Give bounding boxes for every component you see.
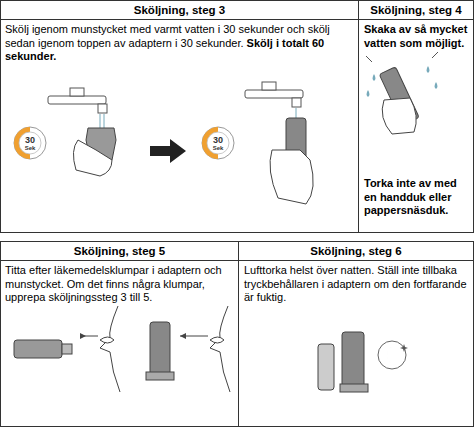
mouthpiece-opening (62, 344, 72, 354)
water (104, 114, 105, 128)
adapter-base (340, 384, 368, 392)
step-text-block: Torka inte av med en handduk eller pappe… (364, 177, 470, 218)
hand (73, 140, 112, 176)
step-arrow (150, 139, 186, 163)
timer-face (19, 132, 41, 154)
eye (100, 337, 114, 343)
faucet-pipe (245, 90, 303, 98)
step-heading: Sköljning, steg 5 (1, 242, 238, 261)
motion-line (432, 52, 438, 58)
hand (270, 150, 313, 204)
inhaler-adapter (342, 332, 364, 390)
step-heading: Sköljning, steg 4 (359, 1, 473, 20)
timer-label: Sek (207, 145, 229, 152)
mouthpiece (14, 340, 62, 358)
step-text-block: Skaka av så mycket vatten som möjligt. (364, 23, 470, 50)
instruction-emphasis: Skaka av så mycket vatten som möjligt. (364, 23, 467, 49)
faucet-spout (292, 98, 301, 107)
step-heading: Sköljning, steg 6 (239, 242, 473, 261)
water-drop (367, 90, 370, 97)
step-text-block: Lufttorka helst över natten. Ställ inte … (244, 264, 470, 305)
step-cell: Sköljning, steg 5 Titta efter läkemedelsk… (0, 241, 239, 427)
timer-face (207, 132, 229, 154)
night-icon (378, 341, 406, 369)
inhaler-adapter (379, 67, 419, 125)
faucet-handle (70, 88, 84, 96)
water-drop (427, 66, 430, 73)
look-line (180, 336, 208, 337)
step-cell: Sköljning, steg 3 Skölj igenom munstycket… (0, 0, 359, 233)
step-heading: Sköljning, steg 3 (1, 1, 358, 20)
adapter-base (146, 372, 174, 380)
star (400, 344, 408, 352)
timer-ring (202, 127, 234, 159)
motion-line (366, 56, 372, 62)
faucet-pipe (48, 96, 106, 104)
faucet-spout (98, 104, 107, 113)
look-arrow (80, 333, 86, 339)
timer-label: 30 (207, 135, 229, 145)
step-cell: Sköljning, steg 4 Skaka av så mycket vatt… (358, 0, 474, 233)
mouthpiece (86, 128, 116, 160)
inhaler-shaking (379, 67, 419, 125)
canister (318, 344, 334, 390)
timer-ring (14, 127, 46, 159)
look-arrow (180, 333, 186, 339)
step-text-block: Titta efter läkemedelsklumpar i adaptern… (5, 264, 235, 305)
face-profile (210, 306, 230, 392)
hand (382, 98, 416, 134)
inhaler-adapter (150, 322, 170, 378)
faucet-handle (262, 82, 276, 90)
instruction-text: Lufttorka helst över natten. Ställ inte … (244, 264, 467, 303)
instruction-text: Titta efter läkemedelsklumpar i adaptern… (5, 264, 222, 303)
step-text-block: Skölj igenom munstycket med varmt vatten… (5, 23, 355, 64)
moon (387, 345, 398, 365)
look-line (82, 336, 98, 337)
inhaler-adapter (286, 118, 306, 180)
instruction-emphasis: Torka inte av med en handduk eller pappe… (364, 177, 457, 216)
water-drop (373, 74, 376, 81)
step-cell: Sköljning, steg 6 Lufttorka helst över na… (238, 241, 474, 427)
timer-label: 30 (19, 135, 41, 145)
water-drop (435, 82, 438, 89)
water (100, 114, 101, 128)
timer-label: Sek (19, 145, 41, 152)
water (296, 108, 297, 118)
eye (210, 337, 224, 343)
face-profile (100, 306, 120, 392)
